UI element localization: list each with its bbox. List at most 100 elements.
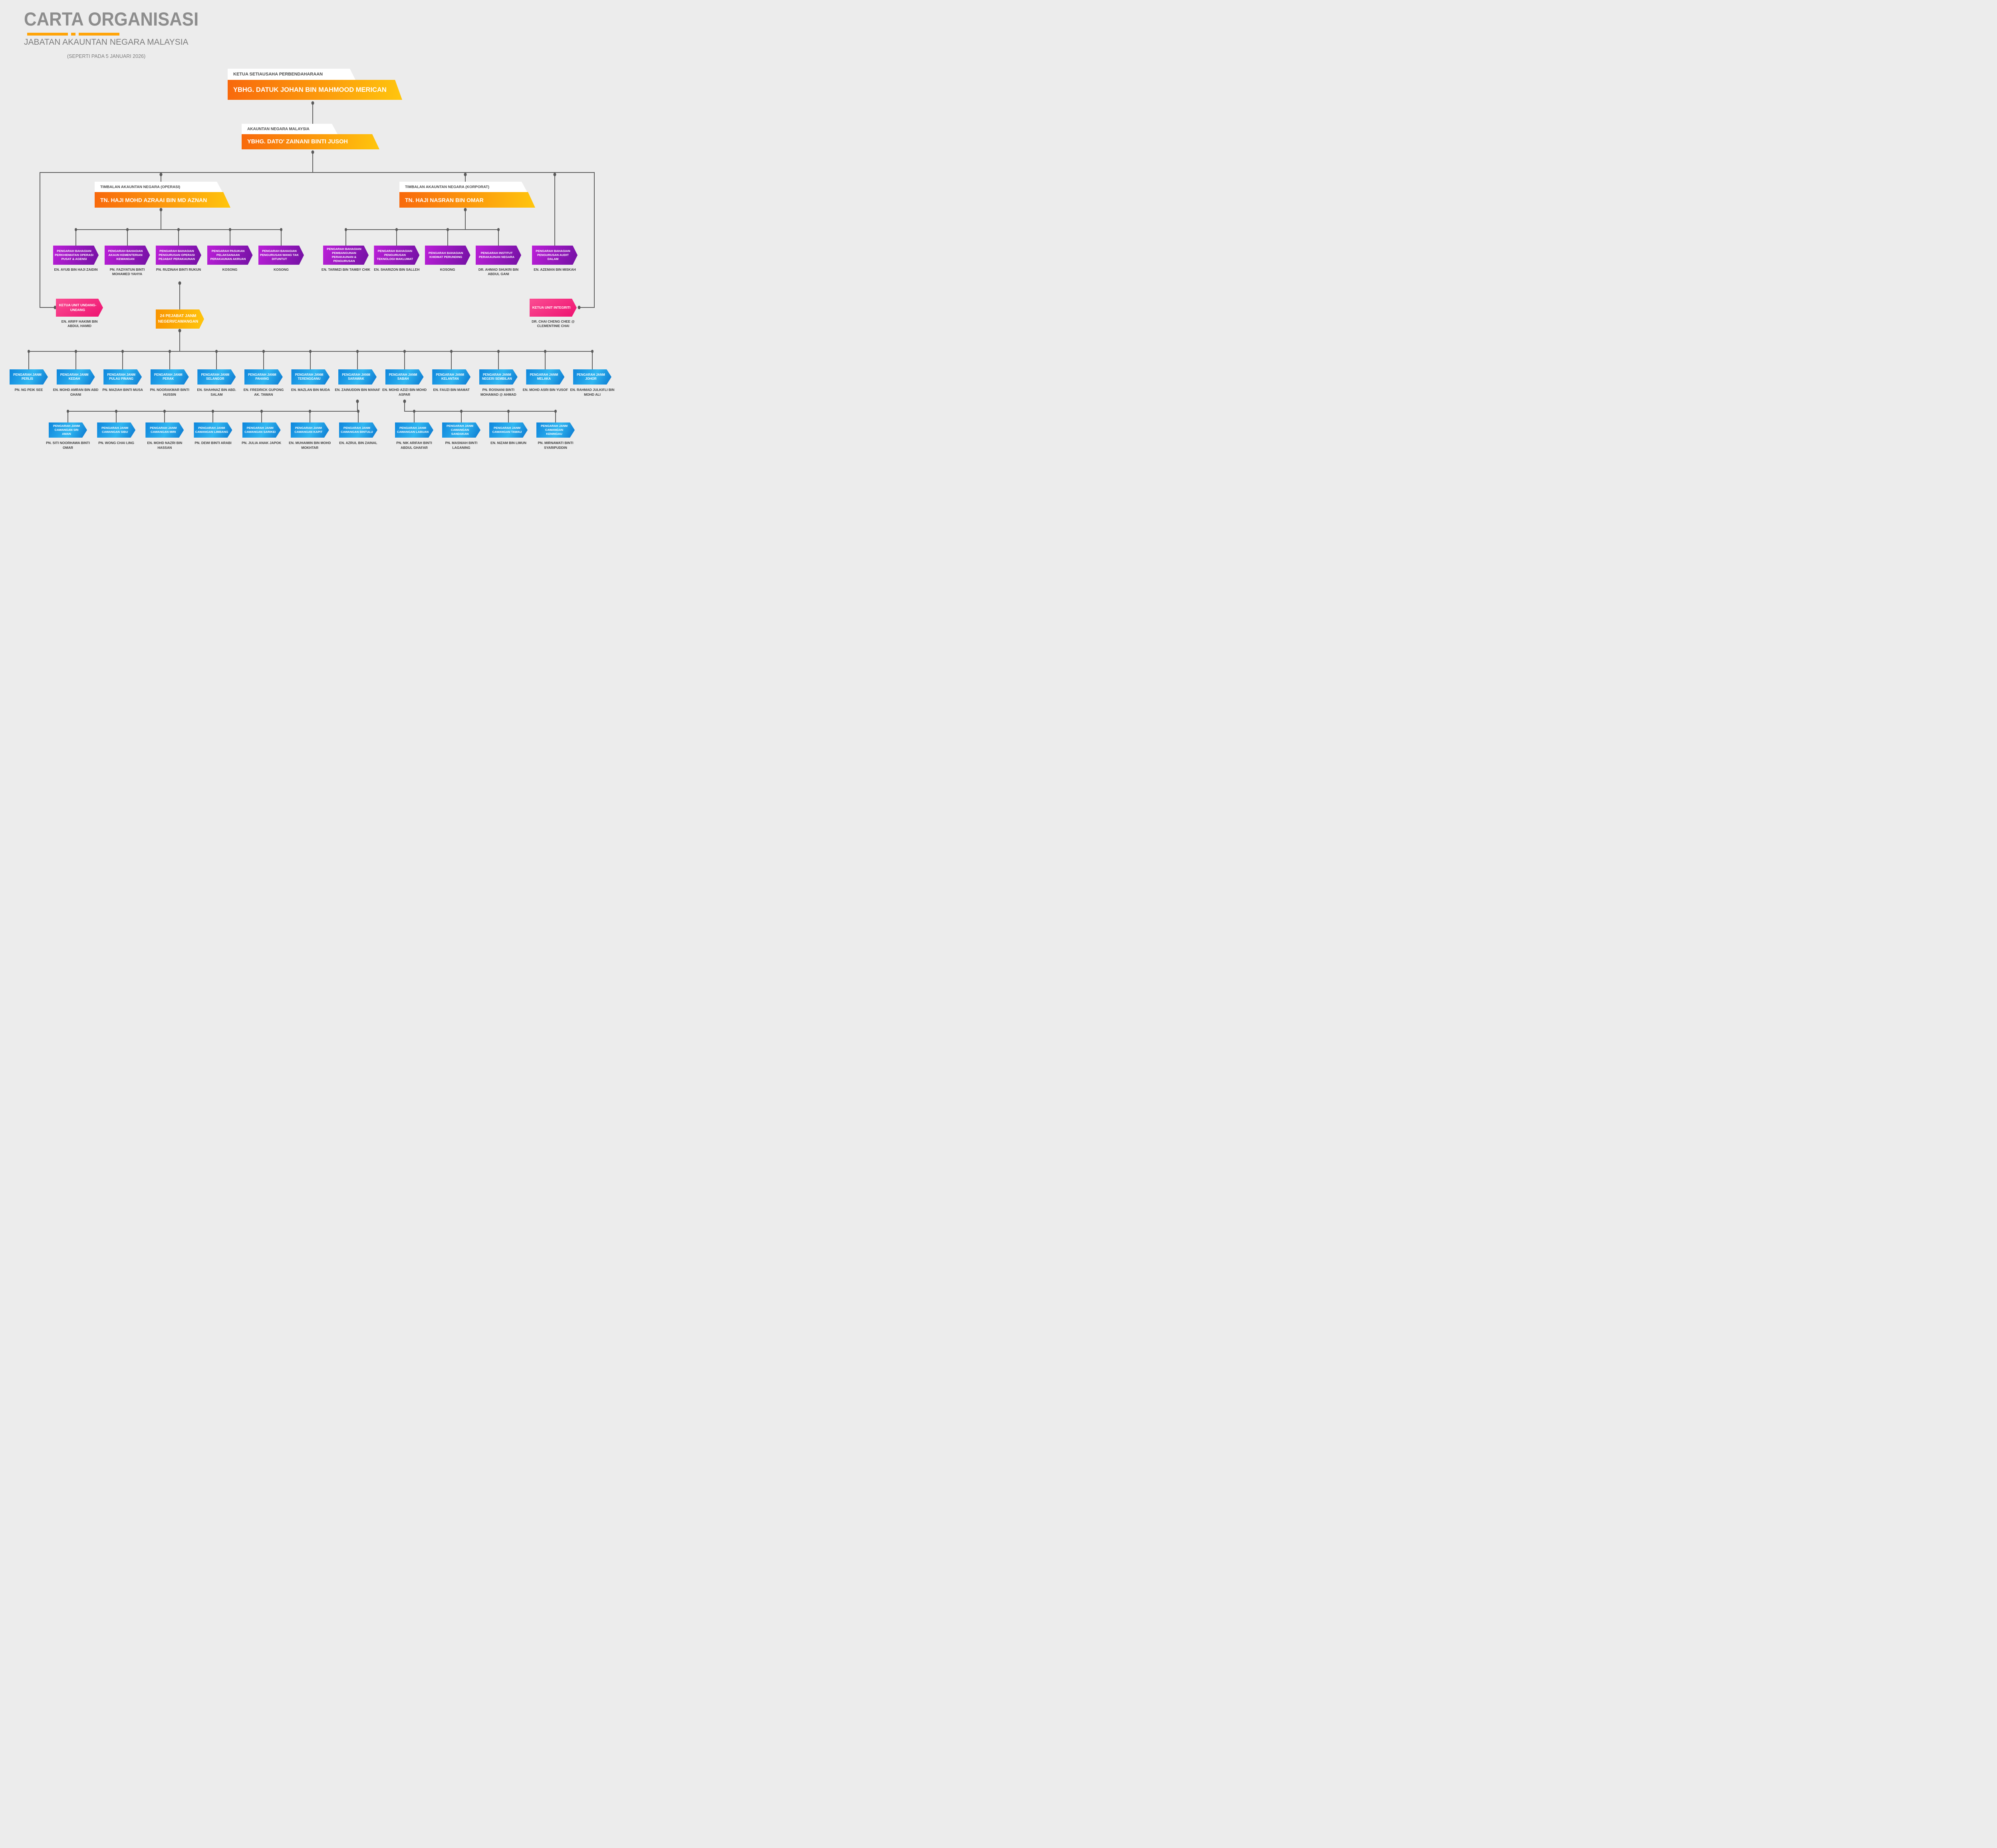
division-node: PENGARAH BAHAGIAN PENGURUSAN TEKNOLOGI M… <box>374 230 419 277</box>
state-title: PENGARAH JANM SABAH <box>385 369 424 385</box>
state-officer: EN. MOHD ASRI BIN YUSOF <box>522 388 568 392</box>
row-branches-sabah: PENGARAH JANM CAWANGAN LABUAN PN. NIK AR… <box>395 411 575 450</box>
state-title: PENGARAH JANM PULAU PINANG <box>103 369 142 385</box>
branch-title: PENGARAH JANM CAWANGAN BINTULU <box>339 422 377 438</box>
division-title: PENGARAH PASUKAN PELAKSANAAN PERAKAUNAN … <box>207 246 253 265</box>
connector-drop <box>357 411 359 422</box>
branch-node: PENGARAH JANM CAWANGAN SRI AMAN PN. SITI… <box>46 411 90 450</box>
branch-node: PENGARAH JANM CAWANGAN KENINGAU PN. MIRN… <box>536 411 575 450</box>
connector-dot <box>578 305 581 309</box>
branch-title-area: CAWANGAN KENINGAU <box>545 428 564 436</box>
connector-drop <box>263 351 264 369</box>
connector-ksp-anm <box>312 101 313 124</box>
connector-drop <box>122 351 123 369</box>
connector-drop <box>414 411 415 422</box>
state-title-unit: PENGARAH JANM <box>342 373 370 377</box>
state-title-unit: PENGARAH JANM <box>60 373 89 377</box>
connector-dot <box>311 101 314 105</box>
branch-node: PENGARAH JANM CAWANGAN LIMBANG PN. DEWI … <box>194 411 232 450</box>
branch-title-area: CAWANGAN SIBU <box>101 430 128 434</box>
connector-drop <box>404 351 405 369</box>
title-underline-right <box>79 33 119 36</box>
state-node: PENGARAH JANM TERENGGANU EN. MAZLAN BIN … <box>291 351 330 397</box>
person-name: TN. HAJI NASRAN BIN OMAR <box>399 192 535 208</box>
connector-dot <box>159 173 163 176</box>
division-title: PENGARAH BAHAGIAN KHIDMAT PERUNDING <box>425 246 470 265</box>
title-underline-left <box>27 33 68 36</box>
state-node: PENGARAH JANM PULAU PINANG PN. MAZIAH BI… <box>102 351 143 397</box>
branch-title-unit: PENGARAH JANM <box>101 426 129 430</box>
row-branches-sarawak: PENGARAH JANM CAWANGAN SRI AMAN PN. SITI… <box>46 411 377 450</box>
connector-korporat-horizontal <box>346 229 499 230</box>
connector-sabah-branches <box>404 400 405 412</box>
connector-drop <box>216 351 217 369</box>
connector-deputy-korporat-sub <box>465 208 466 230</box>
connector-drop <box>67 411 68 422</box>
division-title: PENGARAH BAHAGIAN AKAUN KEMENTERIAN KEWA… <box>105 246 150 265</box>
branch-officer: EN. MOHD NAZRI BIN HASSAN <box>147 441 183 450</box>
state-title-area: PERAK <box>163 377 174 381</box>
page-title: CARTA ORGANISASI <box>24 8 199 30</box>
person-name: YBHG. DATO' ZAINANI BINTI JUSOH <box>242 134 379 149</box>
branch-officer: PN. JULIA ANAK JAPOK <box>242 441 282 445</box>
division-node: PENGARAH BAHAGIAN PEMBANGUNAN PERAKAUNAN… <box>322 230 370 277</box>
state-officer: EN. FREDRICK GUPONG AK. TAWAN <box>243 388 284 397</box>
connector-dot <box>403 399 406 403</box>
division-officer: PN. FAZIYATUN BINTI MOHAMED YAHYA <box>109 268 145 276</box>
connector-drop <box>169 351 170 369</box>
connector-dot <box>54 305 57 309</box>
role-label: TIMBALAN AKAUNTAN NEGARA (OPERASI) <box>95 182 222 192</box>
branch-officer: PN. DEWI BINTI ARABI <box>195 441 232 445</box>
state-node: PENGARAH JANM MELAKA EN. MOHD ASRI BIN Y… <box>523 351 568 397</box>
division-title: PENGARAH BAHAGIAN PERKHIDMATAN OPERASI P… <box>53 246 99 265</box>
page-subtitle: JABATAN AKAUNTAN NEGARA MALAYSIA <box>24 38 189 47</box>
state-officer: PN. MAZIAH BINTI MUSA <box>102 388 143 392</box>
connector-drop <box>178 230 179 246</box>
state-officer: EN. MOHD AZIZI BIN MOHD ASPAR <box>382 388 427 397</box>
branch-title: PENGARAH JANM CAWANGAN SANDAKAN <box>442 422 480 438</box>
connector-drop <box>310 351 311 369</box>
division-officer: KOSONG <box>222 268 238 272</box>
state-title-unit: PENGARAH JANM <box>248 373 276 377</box>
pejabat-label: 24 PEJABAT JANM NEGERI/CAWANGAN <box>156 309 204 329</box>
state-title: PENGARAH JANM SARAWAK <box>338 369 377 385</box>
state-node: PENGARAH JANM SARAWAK EN. ZAINUDDIN BIN … <box>335 351 380 397</box>
role-label: TIMBALAN AKAUNTAN NEGARA (KORPORAT) <box>399 182 527 192</box>
division-node: PENGARAH PASUKAN PELAKSANAAN PERAKAUNAN … <box>207 230 253 277</box>
connector-drop <box>461 411 462 422</box>
branch-title-area: CAWANGAN LIMBANG <box>195 430 228 434</box>
branch-title: PENGARAH JANM CAWANGAN SIBU <box>97 422 135 438</box>
node-deputy-operasi: TIMBALAN AKAUNTAN NEGARA (OPERASI) TN. H… <box>95 182 230 208</box>
branch-title-area: CAWANGAN SANDAKAN <box>451 428 469 436</box>
node-ketua-setiausaha: KETUA SETIAUSAHA PERBENDAHARAAN YBHG. DA… <box>228 69 402 100</box>
branch-title-area: CAWANGAN KAPIT <box>294 430 323 434</box>
state-officer: EN. SHAHNAZ BIN ABD. SALAM <box>197 388 236 397</box>
unit-officer: DR. CHAI CHENG CHEE @ CLEMENTINIE CHAI <box>532 319 575 328</box>
connector-drop <box>451 351 452 369</box>
connector-drop <box>447 230 448 246</box>
state-node: PENGARAH JANM PAHANG EN. FREDRICK GUPONG… <box>243 351 284 397</box>
connector-drop <box>357 351 358 369</box>
connector-right-edge <box>594 172 595 308</box>
state-title-unit: PENGARAH JANM <box>107 373 135 377</box>
connector-drop <box>545 351 546 369</box>
state-node: PENGARAH JANM JOHOR EN. RAHMAD JULKIFLI … <box>570 351 614 397</box>
row-divisions-operasi: PENGARAH BAHAGIAN PERKHIDMATAN OPERASI P… <box>53 230 304 277</box>
connector-dot <box>311 150 314 154</box>
state-title: PENGARAH JANM MELAKA <box>526 369 564 385</box>
branch-title-unit: PENGARAH JANM <box>246 426 274 430</box>
connector-drop <box>261 411 262 422</box>
branch-node: PENGARAH JANM CAWANGAN SANDAKAN PN. MASN… <box>442 411 480 450</box>
branch-title: PENGARAH JANM CAWANGAN TAWAU <box>489 422 528 438</box>
state-title-area: SARAWAK <box>348 377 364 381</box>
state-title-unit: PENGARAH JANM <box>577 373 605 377</box>
division-title: PENGARAH BAHAGIAN PENGURUSAN WANG TAK DI… <box>258 246 304 265</box>
connector-drop <box>116 411 117 422</box>
division-node: PENGARAH BAHAGIAN PENGURUSAN WANG TAK DI… <box>258 230 304 277</box>
branch-title-unit: PENGARAH JANM <box>493 426 521 430</box>
branch-title: PENGARAH JANM CAWANGAN KAPIT <box>291 422 329 438</box>
state-title-unit: PENGARAH JANM <box>482 373 511 377</box>
connector-drop <box>498 230 499 246</box>
state-title: PENGARAH JANM KEDAH <box>57 369 95 385</box>
branch-title-area: CAWANGAN TAWAU <box>492 430 522 434</box>
